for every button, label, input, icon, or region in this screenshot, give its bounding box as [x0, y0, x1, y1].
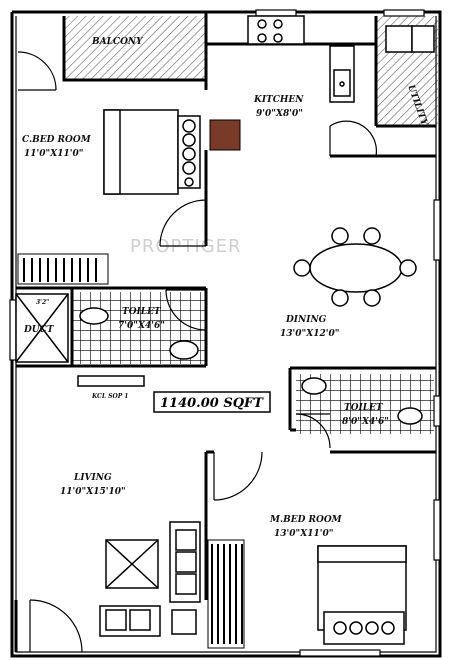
toilet-1-size: 7'0"X4'6": [118, 321, 165, 331]
area-box: [153, 391, 271, 413]
shelf: [77, 375, 145, 387]
dining-label: DINING: [285, 315, 327, 325]
kitchen-label: KITCHEN: [253, 95, 304, 105]
area-label: 1140.00 SQFT: [160, 396, 264, 411]
living-size: 11'0"X15'10": [60, 487, 126, 497]
m-bedroom-label: M.BED ROOM: [269, 515, 343, 525]
fridge: [209, 119, 241, 151]
balcony-label: BALCONY: [91, 37, 144, 47]
outer-walls: [10, 10, 442, 658]
duct-label: DUCT: [23, 325, 55, 335]
living-sofa: [99, 521, 201, 637]
toilet-2-fixtures: [301, 377, 423, 425]
living-label: LIVING: [73, 473, 112, 483]
shelf-label: KCL SOP 1: [91, 393, 128, 400]
toilet-1-fixtures: [79, 307, 199, 360]
m-bed: [317, 545, 407, 645]
door-swings: [17, 51, 377, 653]
kitchen-size: 9'0"X8'0": [256, 109, 303, 119]
toilet-1-label: TOILET: [122, 307, 162, 317]
toilet-2-label: TOILET: [344, 403, 384, 413]
c-bed: [103, 109, 201, 195]
utility-sinks: [385, 25, 435, 53]
c-bedroom-label: C.BED ROOM: [22, 135, 92, 145]
windows: [9, 9, 441, 657]
m-bedroom-size: 13'0"X11'0": [274, 529, 333, 539]
c-bedroom-size: 11'0"X11'0": [24, 149, 83, 159]
duct: [15, 293, 69, 363]
kitchen-counter: [247, 15, 355, 103]
duct-dimension: 3'2": [36, 299, 49, 306]
c-bedroom-wardrobe: [17, 253, 109, 285]
m-bedroom-wardrobe: [207, 539, 245, 649]
dining-size: 13'0"X12'0": [280, 329, 339, 339]
balcony-hatch: [64, 16, 206, 80]
toilet-2-size: 8'0"X4'6": [342, 417, 389, 427]
dining-table: [293, 227, 417, 307]
